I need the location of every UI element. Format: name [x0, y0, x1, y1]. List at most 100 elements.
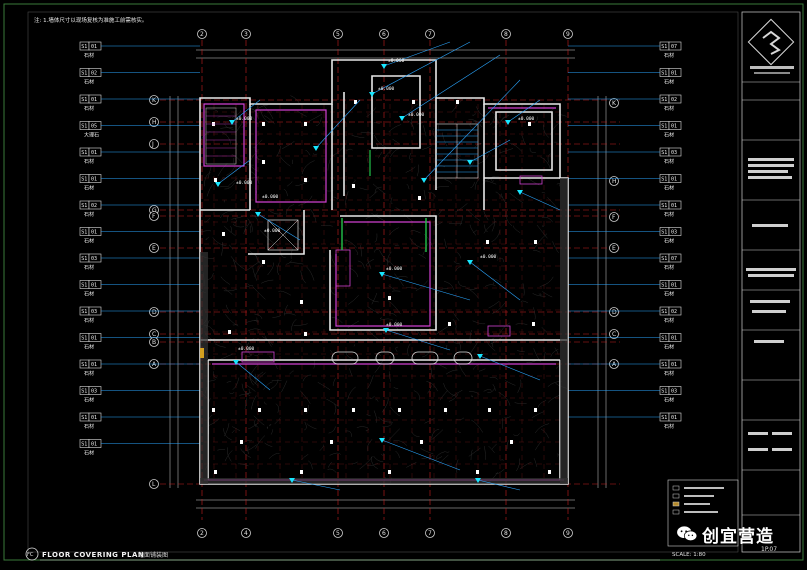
svg-text:石材: 石材 [84, 158, 94, 165]
drawing-frame [27, 11, 739, 553]
wechat-icon [677, 526, 698, 542]
svg-text:S1: S1 [81, 203, 87, 209]
svg-text:石材: 石材 [664, 397, 674, 404]
svg-text:石材: 石材 [664, 52, 674, 59]
svg-text:6: 6 [382, 530, 386, 537]
svg-text:石材: 石材 [84, 264, 94, 271]
grid-bubble-bottom-4: 4 [241, 528, 251, 538]
svg-text:石材: 石材 [664, 423, 674, 430]
grid-bubble-top-2: 2 [197, 29, 207, 39]
svg-text:石材: 石材 [84, 105, 94, 112]
svg-text:S1: S1 [661, 336, 667, 342]
svg-text:D: D [612, 309, 617, 316]
svg-text:5: 5 [336, 31, 340, 38]
elevation-label: ±0.000 [378, 86, 395, 92]
svg-text:石材: 石材 [664, 238, 674, 245]
svg-text:05: 05 [91, 124, 97, 130]
grid-bubble-bottom-9: 9 [563, 528, 573, 538]
sheet-outer-frame [3, 3, 804, 561]
svg-text:A: A [612, 361, 617, 368]
callout-leader [255, 212, 301, 241]
grid-bubble-bottom-6: 6 [379, 528, 389, 538]
svg-text:2: 2 [200, 530, 204, 537]
svg-text:S1: S1 [661, 256, 667, 262]
grid-bubble-top-3: 3 [241, 29, 251, 39]
floor-marker-icon [215, 182, 221, 187]
svg-text:S1: S1 [661, 309, 667, 315]
svg-text:石材: 石材 [84, 79, 94, 86]
floor-marker-icon [233, 360, 239, 365]
svg-text:01: 01 [91, 150, 97, 156]
grid-bubble-bottom-2: 2 [197, 528, 207, 538]
grid-bubble-left-E: E [149, 243, 159, 253]
svg-text:石材: 石材 [84, 344, 94, 351]
svg-text:石材: 石材 [664, 291, 674, 298]
callout-leader [289, 478, 341, 491]
svg-text:K: K [152, 97, 157, 104]
svg-text:石材: 石材 [664, 317, 674, 324]
grid-bubble-bottom-7: 7 [425, 528, 435, 538]
svg-text:01: 01 [91, 177, 97, 183]
grid-bubble-left-K: K [149, 95, 159, 105]
svg-text:S1: S1 [661, 44, 667, 50]
elevation-label: ±0.000 [236, 116, 253, 122]
grid-bubble-left-F: F [149, 211, 159, 221]
svg-text:B: B [152, 339, 156, 346]
floor-marker-icon [379, 272, 385, 277]
svg-text:石材: 石材 [664, 211, 674, 218]
svg-text:石材: 石材 [84, 291, 94, 298]
callout-leader [383, 328, 451, 351]
grid-bubble-left-D: D [149, 307, 159, 317]
callout-leader [379, 438, 461, 471]
svg-text:S1: S1 [81, 442, 87, 448]
floor-marker-icon [369, 92, 375, 97]
callout-leader [229, 99, 261, 125]
svg-text:石材: 石材 [84, 370, 94, 377]
svg-text:5: 5 [336, 530, 340, 537]
svg-text:S1: S1 [81, 124, 87, 130]
grid-bubble-top-7: 7 [425, 29, 435, 39]
svg-text:02: 02 [671, 97, 677, 103]
elevation-label: ±0.000 [388, 58, 405, 64]
svg-text:S1: S1 [661, 283, 667, 289]
grid-bubble-top-8: 8 [501, 29, 511, 39]
svg-text:石材: 石材 [664, 264, 674, 271]
svg-text:F: F [612, 214, 616, 221]
staircase [435, 123, 479, 179]
svg-text:01: 01 [91, 44, 97, 50]
title-badge-circle [25, 547, 39, 561]
grid-bubble-top-6: 6 [379, 29, 389, 39]
svg-text:01: 01 [671, 203, 677, 209]
grid-bubble-left-B: B [149, 337, 159, 347]
svg-text:石材: 石材 [664, 158, 674, 165]
svg-text:E: E [612, 245, 616, 252]
svg-text:H: H [152, 119, 157, 126]
svg-text:S1: S1 [81, 71, 87, 77]
svg-text:S1: S1 [661, 230, 667, 236]
callout-leader [215, 159, 251, 187]
svg-text:01: 01 [91, 442, 97, 448]
grid-bubble-right-C: C [609, 329, 619, 339]
svg-text:S1: S1 [81, 230, 87, 236]
svg-text:S1: S1 [81, 309, 87, 315]
elevation-label: ±0.000 [518, 116, 535, 122]
grid-bubble-left-H: H [149, 117, 159, 127]
callout-leader [467, 260, 521, 301]
svg-text:02: 02 [671, 309, 677, 315]
svg-text:石材: 石材 [84, 397, 94, 404]
floor-marker-icon [313, 146, 319, 151]
floor-marker-icon [399, 116, 405, 121]
grid-bubble-right-F: F [609, 212, 619, 222]
